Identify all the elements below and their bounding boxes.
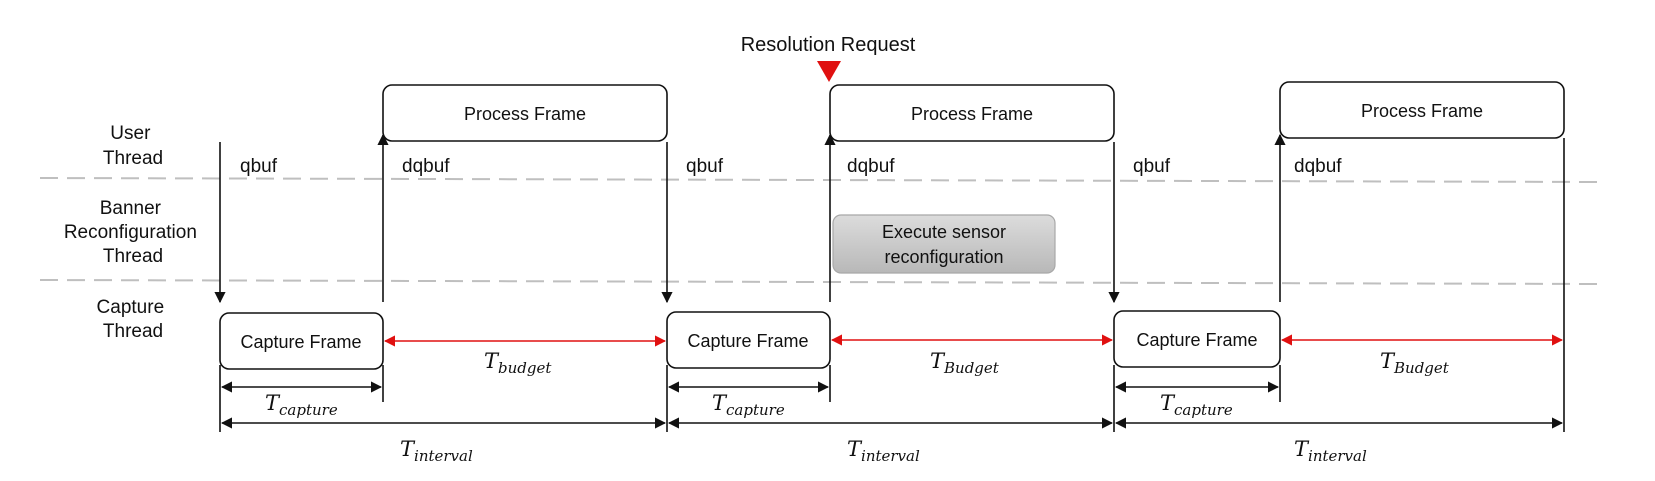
svg-text:Process Frame: Process Frame — [911, 104, 1033, 124]
capture-frame-box-2: Capture Frame — [666, 311, 831, 369]
dqbuf-label-3: dqbuf — [1294, 156, 1342, 177]
process-frame-box-1: Process Frame — [382, 84, 668, 142]
capture-frame-box-3: Capture Frame — [1113, 310, 1281, 368]
t-interval-label-2: Tinterval — [847, 437, 920, 465]
t-budget-label-1: Tbudget — [484, 349, 552, 377]
lane-divider-top — [39, 177, 1601, 183]
qbuf-label-2: qbuf — [686, 156, 724, 177]
dqbuf-label-1: dqbuf — [402, 156, 450, 177]
svg-text:reconfiguration: reconfiguration — [884, 247, 1003, 267]
process-frame-box-2: Process Frame — [829, 84, 1115, 142]
lane-divider-bottom — [39, 279, 1601, 285]
svg-text:Process Frame: Process Frame — [1361, 101, 1483, 121]
resolution-request-label: Resolution Request — [741, 34, 916, 56]
sensor-reconfiguration-box: Execute sensor reconfiguration — [832, 214, 1056, 274]
t-capture-label-1: Tcapture — [265, 391, 338, 419]
svg-text:Process Frame: Process Frame — [464, 104, 586, 124]
capture-frame-box-1: Capture Frame — [219, 312, 384, 370]
t-capture-label-2: Tcapture — [712, 391, 785, 419]
svg-text:Capture Frame: Capture Frame — [240, 332, 361, 352]
lane-label-banner: Banner Reconfiguration Thread — [64, 198, 202, 267]
process-frame-box-3: Process Frame — [1279, 81, 1565, 139]
t-interval-label-1: Tinterval — [400, 437, 473, 465]
t-budget-label-2: TBudget — [930, 349, 1000, 377]
svg-text:Execute sensor: Execute sensor — [882, 222, 1006, 242]
qbuf-label-3: qbuf — [1133, 156, 1171, 177]
qbuf-label-1: qbuf — [240, 156, 278, 177]
lane-label-capture: Capture Thread — [97, 297, 170, 342]
svg-text:Capture Frame: Capture Frame — [1136, 330, 1257, 350]
resolution-request-marker — [817, 61, 841, 82]
dqbuf-label-2: dqbuf — [847, 156, 895, 177]
lane-label-user: User Thread — [103, 123, 163, 169]
t-capture-label-3: Tcapture — [1160, 391, 1233, 419]
t-interval-label-3: Tinterval — [1294, 437, 1367, 465]
svg-text:Capture Frame: Capture Frame — [687, 331, 808, 351]
t-budget-label-3: TBudget — [1380, 349, 1450, 377]
